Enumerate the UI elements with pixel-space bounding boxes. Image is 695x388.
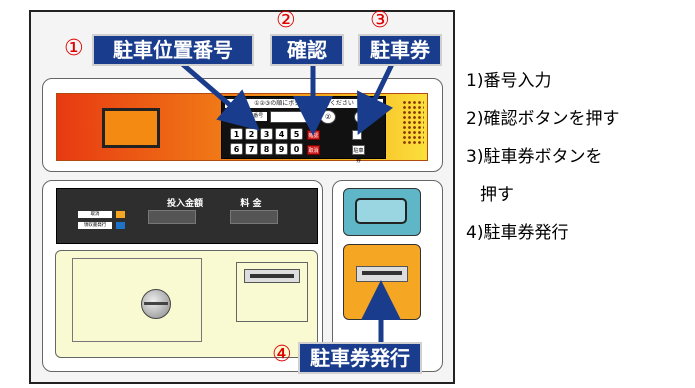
callout-3-number: ③	[370, 8, 390, 33]
step-3: 3)駐車券ボタンを	[466, 147, 603, 167]
callout-4-label: 駐車券発行	[298, 342, 422, 374]
teal-button[interactable]	[355, 198, 407, 224]
callout-3-label: 駐車券	[358, 34, 442, 66]
fee-label: 料 金	[240, 199, 262, 209]
step-3-continued: 押す	[480, 185, 514, 205]
step-4: 4)駐車券発行	[466, 223, 569, 243]
callout-1-number: ①	[64, 36, 84, 61]
fee-display	[230, 210, 278, 224]
arrow-3	[357, 62, 395, 136]
key-1[interactable]: 1	[230, 128, 243, 140]
key-7[interactable]: 7	[245, 143, 258, 155]
bill-slot-opening	[250, 274, 294, 278]
deposit-display	[148, 210, 196, 224]
key-3[interactable]: 3	[260, 128, 273, 140]
key-9[interactable]: 9	[275, 143, 288, 155]
key-6[interactable]: 6	[230, 143, 243, 155]
display-screen	[102, 108, 160, 148]
key-8[interactable]: 8	[260, 143, 273, 155]
callout-4-number: ④	[272, 342, 292, 367]
legend-orange-icon	[116, 211, 125, 218]
callout-2-number: ②	[276, 8, 296, 33]
ticket-button[interactable]: 駐車券	[352, 145, 365, 164]
coin-slot-line	[144, 302, 168, 305]
legend-blue-icon	[116, 222, 125, 229]
cancel-button[interactable]: 取消	[307, 145, 320, 155]
key-0[interactable]: 0	[290, 143, 303, 155]
ticket-outlet-opening	[362, 271, 402, 275]
legend-cancel-label: 取消	[78, 211, 112, 218]
callout-1-label: 駐車位置番号	[92, 34, 254, 66]
key-4[interactable]: 4	[275, 128, 288, 140]
coin-slot-area	[72, 258, 202, 342]
step-1: 1)番号入力	[466, 71, 552, 91]
step-2: 2)確認ボタンを押す	[466, 109, 620, 129]
legend-receipt-label: 領収書発行	[78, 222, 112, 229]
callout-2-label: 確認	[270, 34, 344, 66]
deposit-label: 投入金額	[166, 199, 203, 209]
arrow-1	[178, 60, 260, 131]
speaker-grille-icon	[402, 100, 424, 146]
